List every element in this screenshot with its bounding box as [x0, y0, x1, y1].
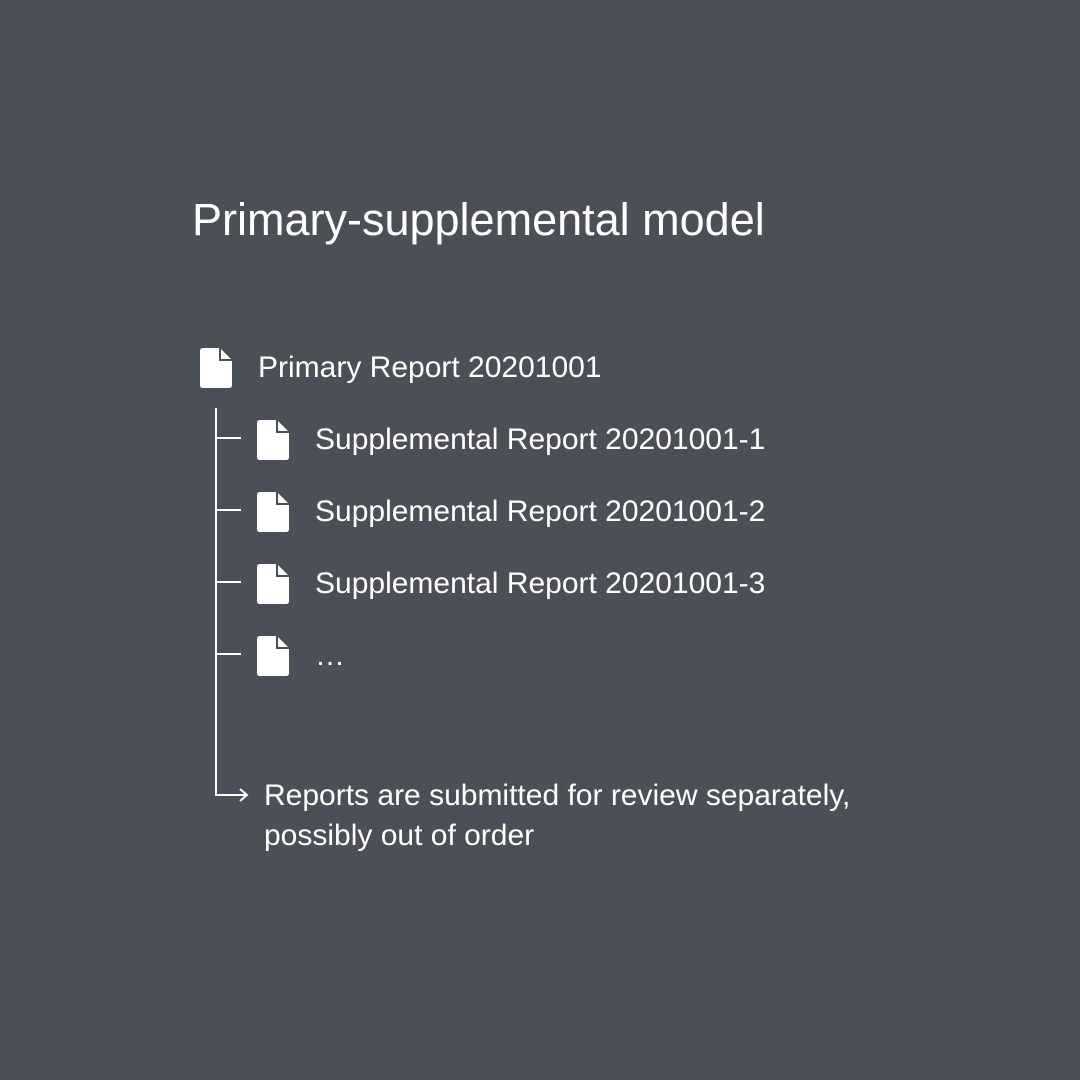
- document-icon: [257, 420, 289, 460]
- arrow-right-icon: [216, 788, 249, 802]
- document-icon: [257, 636, 289, 676]
- document-icon: [257, 564, 289, 604]
- ellipsis-label: …: [315, 639, 345, 672]
- supplemental-report-row: …: [257, 634, 345, 678]
- supplemental-report-label: Supplemental Report 20201001-3: [315, 567, 766, 600]
- supplemental-report-row: Supplemental Report 20201001-1: [257, 418, 765, 462]
- diagram-title: Primary-supplemental model: [192, 194, 765, 245]
- submission-note-line-2: possibly out of order: [264, 819, 535, 852]
- submission-note: Reports are submitted for review separat…: [264, 776, 964, 856]
- document-icon: [200, 348, 232, 388]
- supplemental-report-label: Supplemental Report 20201001-1: [315, 423, 766, 456]
- supplemental-report-row: Supplemental Report 20201001-2: [257, 490, 765, 534]
- supplemental-report-row: Supplemental Report 20201001-3: [257, 562, 765, 606]
- primary-report-label: Primary Report 20201001: [258, 351, 602, 384]
- submission-note-line-1: Reports are submitted for review separat…: [264, 779, 851, 812]
- document-icon: [257, 492, 289, 532]
- supplemental-report-label: Supplemental Report 20201001-2: [315, 495, 766, 528]
- primary-report-row: Primary Report 20201001: [200, 346, 602, 390]
